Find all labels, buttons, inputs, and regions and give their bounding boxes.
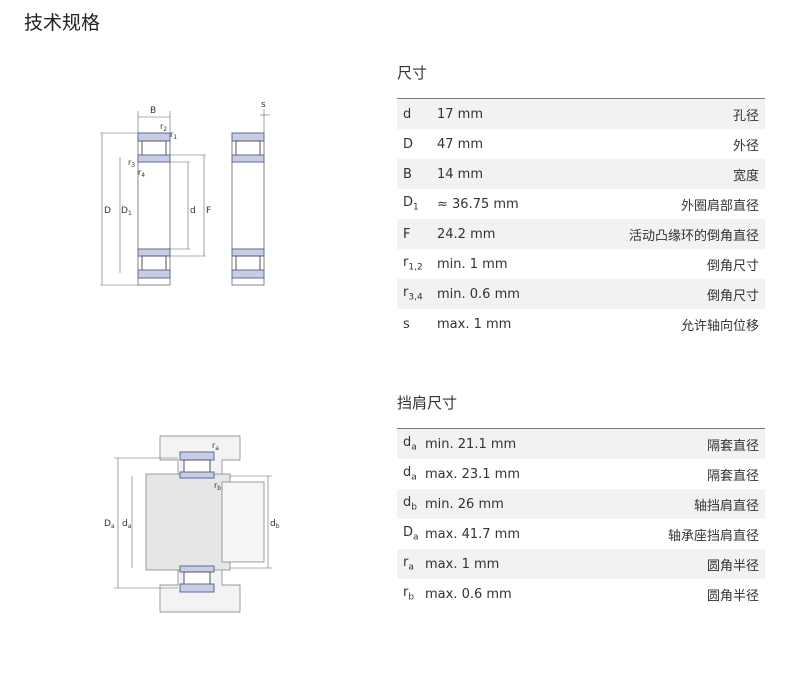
spec-value: min. 0.6 mm	[437, 286, 520, 302]
label-D: D	[104, 206, 111, 216]
label-F: F	[206, 206, 211, 216]
spec-value: min. 26 mm	[425, 496, 504, 512]
spec-symbol: F	[403, 226, 411, 242]
spec-symbol: r1,2	[403, 255, 423, 273]
spec-description: 圆角半径	[706, 558, 759, 574]
label-r1: r1	[170, 130, 177, 141]
label-db: db	[270, 519, 280, 530]
spec-row: r1,2 min. 1 mm 倒角尺寸	[397, 249, 765, 279]
label-s: s	[261, 100, 266, 110]
spec-value: max. 41.7 mm	[425, 526, 520, 542]
spec-description: 允许轴向位移	[680, 318, 759, 334]
spec-row: D1 ≈ 36.75 mm 外圈肩部直径	[397, 189, 765, 219]
spec-value: min. 21.1 mm	[425, 436, 517, 452]
spec-row: r3,4 min. 0.6 mm 倒角尺寸	[397, 279, 765, 309]
label-D1: D1	[121, 206, 132, 217]
spec-value: 14 mm	[437, 166, 484, 182]
spec-description: 活动凸缘环的倒角直径	[628, 228, 759, 244]
spec-row: db min. 26 mm 轴挡肩直径	[397, 489, 765, 519]
label-rb: rb	[214, 481, 221, 492]
spec-value: max. 0.6 mm	[425, 586, 512, 602]
spec-row: d 17 mm 孔径	[397, 99, 765, 129]
spec-value: max. 1 mm	[425, 556, 500, 572]
spec-description: 外径	[732, 138, 759, 154]
spec-row: D 47 mm 外径	[397, 129, 765, 159]
abutment-diagram: ra rb Da da db	[104, 435, 280, 613]
label-Da: Da	[104, 519, 115, 530]
spec-symbol: r3,4	[403, 285, 423, 303]
label-ra: ra	[212, 441, 219, 452]
spec-description: 外圈肩部直径	[680, 198, 759, 214]
spec-description: 倒角尺寸	[706, 288, 759, 304]
label-da: da	[122, 519, 132, 530]
spec-symbol: D1	[403, 195, 419, 213]
spec-value: 24.2 mm	[437, 226, 496, 242]
spec-description: 轴承座挡肩直径	[667, 528, 759, 544]
page-title: 技术规格	[24, 12, 101, 34]
spec-value: 17 mm	[437, 106, 484, 122]
dimensions-table: d 17 mm 孔径 D 47 mm 外径 B 14 mm 宽度 D1 ≈ 36.75 mm 外圈肩部…	[397, 98, 765, 339]
spec-symbol: rb	[403, 585, 415, 603]
spec-value: min. 1 mm	[437, 256, 508, 272]
spec-value: ≈ 36.75 mm	[437, 196, 519, 212]
spec-description: 孔径	[732, 108, 759, 124]
spec-value: max. 1 mm	[437, 316, 512, 332]
spec-value: 47 mm	[437, 136, 484, 152]
spec-symbol: da	[403, 465, 417, 483]
spec-row: B 14 mm 宽度	[397, 159, 765, 189]
spec-symbol: db	[403, 495, 417, 513]
spec-row: rb max. 0.6 mm 圆角半径	[397, 579, 765, 609]
label-B: B	[150, 106, 156, 116]
abutment-title: 挡肩尺寸	[397, 394, 458, 412]
spec-row: da min. 21.1 mm 隔套直径	[397, 429, 765, 459]
spec-description: 轴挡肩直径	[693, 498, 759, 514]
spec-row: F 24.2 mm 活动凸缘环的倒角直径	[397, 219, 765, 249]
spec-symbol: s	[403, 316, 410, 332]
spec-description: 隔套直径	[706, 438, 759, 454]
bearing-dimension-diagram: B s r2 r1 r3 r4 D D1 d F	[100, 100, 270, 286]
spec-symbol: ra	[403, 555, 414, 573]
spec-row: ra max. 1 mm 圆角半径	[397, 549, 765, 579]
spec-row: s max. 1 mm 允许轴向位移	[397, 309, 765, 339]
label-r4: r4	[138, 168, 145, 179]
spec-description: 倒角尺寸	[706, 258, 759, 274]
spec-symbol: d	[403, 106, 412, 122]
spec-symbol: Da	[403, 525, 419, 543]
dimensions-title: 尺寸	[397, 64, 428, 82]
label-r3: r3	[128, 158, 135, 169]
spec-value: max. 23.1 mm	[425, 466, 520, 482]
spec-symbol: B	[403, 166, 412, 182]
spec-row: Da max. 41.7 mm 轴承座挡肩直径	[397, 519, 765, 549]
spec-description: 宽度	[732, 168, 759, 184]
spec-description: 隔套直径	[706, 468, 759, 484]
spec-symbol: da	[403, 435, 417, 453]
spec-description: 圆角半径	[706, 588, 759, 604]
label-d: d	[190, 206, 196, 216]
label-r2: r2	[160, 122, 167, 133]
spec-symbol: D	[403, 136, 414, 152]
spec-row: da max. 23.1 mm 隔套直径	[397, 459, 765, 489]
